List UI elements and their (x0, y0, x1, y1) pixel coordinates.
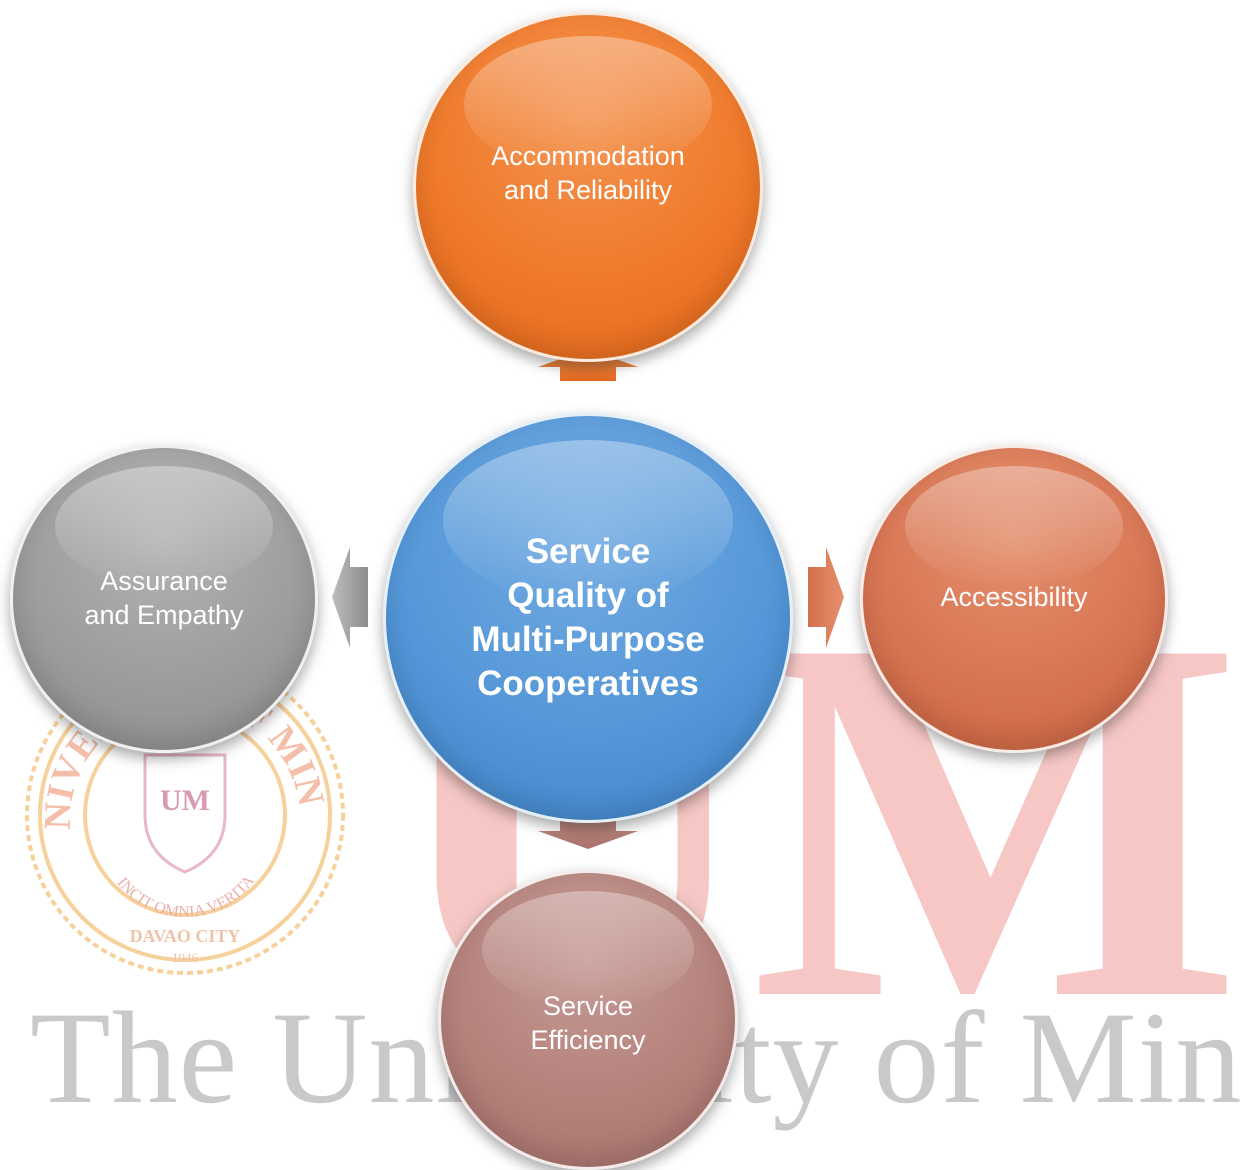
node-top-label: Accommodation and Reliability (491, 141, 685, 205)
node-left-label: Assurance and Empathy (84, 566, 244, 630)
center-label: Service Quality of Multi-Purpose Coopera… (471, 532, 705, 703)
node-assurance-empathy: Assurance and Empathy (10, 445, 318, 753)
seal-year: 1946 (172, 950, 199, 965)
arrow-down-icon (538, 815, 638, 849)
arrow-up-icon (538, 349, 638, 381)
node-right-label: Accessibility (940, 582, 1088, 612)
arrow-right-icon (808, 547, 844, 648)
node-bottom-label: Service Efficiency (530, 991, 646, 1055)
node-center-service-quality: Service Quality of Multi-Purpose Coopera… (383, 413, 793, 823)
seal-city: DAVAO CITY (130, 926, 241, 946)
arrow-left-icon (332, 547, 368, 648)
node-accessibility: Accessibility (860, 445, 1168, 753)
seal-monogram: UM (160, 784, 210, 817)
node-accommodation-reliability: Accommodation and Reliability (413, 12, 763, 362)
node-service-efficiency: Service Efficiency (438, 870, 738, 1170)
